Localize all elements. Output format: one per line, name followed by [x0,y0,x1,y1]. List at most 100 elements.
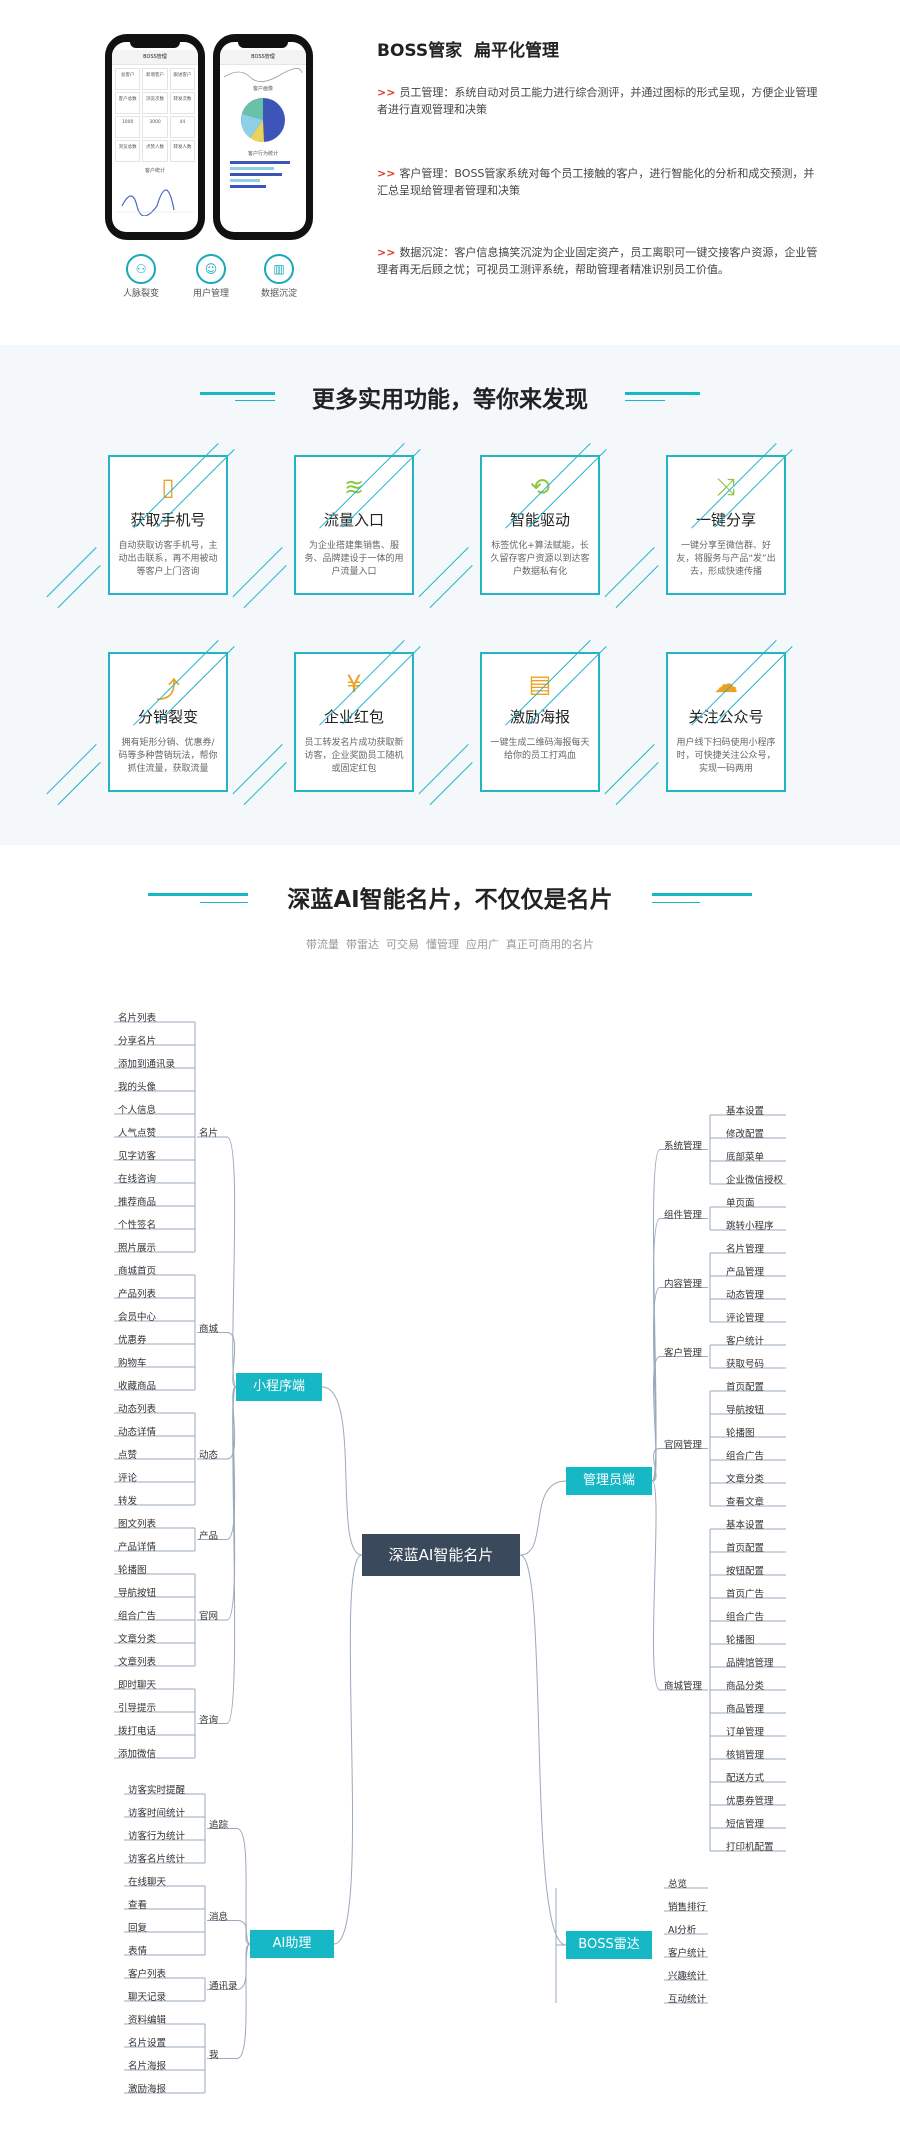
group-label: 官网管理 [664,1439,703,1451]
leaf-item: 查看文章 [726,1497,765,1508]
leaf-item: 互动统计 [668,1994,707,2005]
leaf-item: 名片海报 [128,2061,167,2072]
title-decoration [148,893,248,896]
feature-card: ¥企业红包员工转发名片成功获取新访客，企业奖励员工随机或固定红包 [294,652,414,792]
bar-chart-icon [230,161,290,188]
phone-icon: ▯ [161,473,175,501]
leaf-item: 首页广告 [726,1589,765,1600]
leaf-item: 回复 [128,1923,148,1934]
feature-card: ▯ 获取手机号自动获取访客手机号，主动出击联系，再不用被动等客户上门咨询 [108,455,228,595]
icon-label: 人脉裂变 [122,289,159,299]
feature-desc: 自动获取访客手机号，主动出击联系，再不用被动等客户上门咨询 [118,541,218,577]
connector-curve [236,1943,251,1990]
feature-title: 获取手机号 [130,511,206,529]
feature-desc: 一键分享至微信群、好友，将服务与产品“发”出去，形成快速传播 [676,541,776,577]
feature-title: 一键分享 [695,511,756,529]
leaf-item: 轮播图 [726,1428,755,1439]
data-chart-icon: ▥ [264,254,294,284]
leaf-item: 购物车 [118,1358,147,1369]
feature-title: 流量入口 [323,511,384,529]
network-icon: ⚇ [126,254,156,284]
group-label: 组件管理 [664,1209,703,1221]
branch-node-boss: BOSS雷达 [566,1931,652,1959]
stat-cell: 跟进客户 [169,68,195,90]
leaf-item: 组合广告 [726,1451,765,1462]
leaf-item: 底部菜单 [726,1152,765,1163]
leaf-item: 基本设置 [726,1106,765,1117]
group-label: 名片 [199,1128,219,1139]
chart-label: 客户统计 [144,168,165,174]
leaf-item: 名片管理 [726,1244,765,1255]
group-label: 通讯录 [209,1980,238,1992]
group-label: 商城管理 [664,1681,703,1692]
wave-chart-icon [223,68,303,82]
leaf-item: 动态详情 [118,1427,157,1438]
leaf-item: 激励海报 [128,2084,167,2095]
leaf-item: 基本设置 [726,1520,765,1531]
leaf-item: 访客实时提醒 [128,1785,186,1796]
leaf-item: 首页配置 [726,1543,765,1554]
leaf-item: 商城首页 [118,1266,157,1277]
leaf-item: 访客名片统计 [128,1854,186,1865]
stat-cell: 总客户 [115,68,141,90]
connector-curve [519,1554,567,1946]
leaf-item: 订单管理 [726,1727,765,1738]
feature-desc: 标签优化+算法赋能，长久留存客户资源以到达客户数据私有化 [490,541,590,577]
group-label: 客户管理 [664,1347,703,1359]
feature-desc: 为企业搭建集销售、服务、品牌建设于一体的用户流量入口 [304,541,404,577]
phone-mockup-right: BOSS管理 客户画像 客户行为统计 [213,34,313,240]
leaf-item: 名片设置 [128,2038,167,2049]
leaf-item: 按钮配置 [726,1566,765,1577]
title-decoration [625,392,700,395]
boss-heading: BOSS管家 扁平化管理 [377,41,559,61]
feature-desc: 拥有矩形分销、优惠券/码等多种营销玩法，帮你抓住流量，获取流量 [118,738,218,774]
feature-card: ▤激励海报一键生成二维码海报每天给你的员工打鸡血 [480,652,600,792]
poster-icon: ▤ [528,670,552,698]
connector-curve [236,1828,251,1945]
connector-curve [651,1480,661,1691]
phone-title-bar: BOSS管理 [112,50,198,65]
leaf-item: 引导提示 [118,1703,157,1714]
leaf-item: 评论管理 [726,1313,765,1324]
leaf-item: 表情 [128,1946,148,1957]
group-label: 产品 [199,1530,219,1542]
icon-label: 用户管理 [192,289,229,299]
leaf-item: 文章分类 [726,1474,765,1485]
leaf-item: 访客时间统计 [128,1808,186,1819]
connector-curve [226,1136,237,1388]
connector-curve [333,1554,363,1945]
employee-management-text: >>员工管理：系统自动对员工能力进行综合测评，并通过图标的形式呈现，方便企业管理… [377,84,822,118]
leaf-item: 客户列表 [128,1969,167,1980]
leaf-item: 客户统计 [668,1948,707,1959]
mindmap-root: 深蓝AI智能名片 [362,1534,520,1576]
leaf-item: 打印机配置 [726,1842,774,1853]
leaf-item: 资料编辑 [128,2015,167,2026]
group-label: 商城 [199,1323,219,1335]
leaf-item: 添加到通讯录 [118,1059,176,1070]
group-label: 动态 [199,1450,219,1461]
wechat-icon: ☁ [714,670,738,698]
smart-drive-icon: ⟲ [529,473,551,501]
data-precipitation-text: >>数据沉淀：客户信息搞笑沉淀为企业固定资产，员工离职可一键交接客户资源，企业管… [377,244,822,278]
leaf-item: 分享名片 [118,1036,157,1047]
leaf-item: 聊天记录 [128,1992,167,2003]
leaf-item: 获取号码 [726,1359,765,1370]
stat-cell: 浏览次数 [142,92,168,114]
phone-title-bar: BOSS管理 [220,50,306,65]
stat-cell: 转发次数 [169,92,195,114]
feature-card: ⤨一键分享一键分享至微信群、好友，将服务与产品“发”出去，形成快速传播 [666,455,786,595]
leaf-item: 照片展示 [118,1243,157,1254]
group-label: 追踪 [209,1819,229,1831]
features-title: 更多实用功能，等你来发现 [312,387,588,413]
branch-node-admin: 管理员端 [566,1467,652,1495]
stat-cell: 新增客户 [142,68,168,90]
title-decoration [625,400,665,401]
feature-title: 智能驱动 [509,511,570,529]
connector-curve [226,1386,237,1724]
leaf-item: 会员中心 [118,1312,157,1323]
user-manage-icon: ☺ [196,254,226,284]
stat-cell: 44 [169,116,195,138]
layers-icon: ≋ [343,473,365,501]
